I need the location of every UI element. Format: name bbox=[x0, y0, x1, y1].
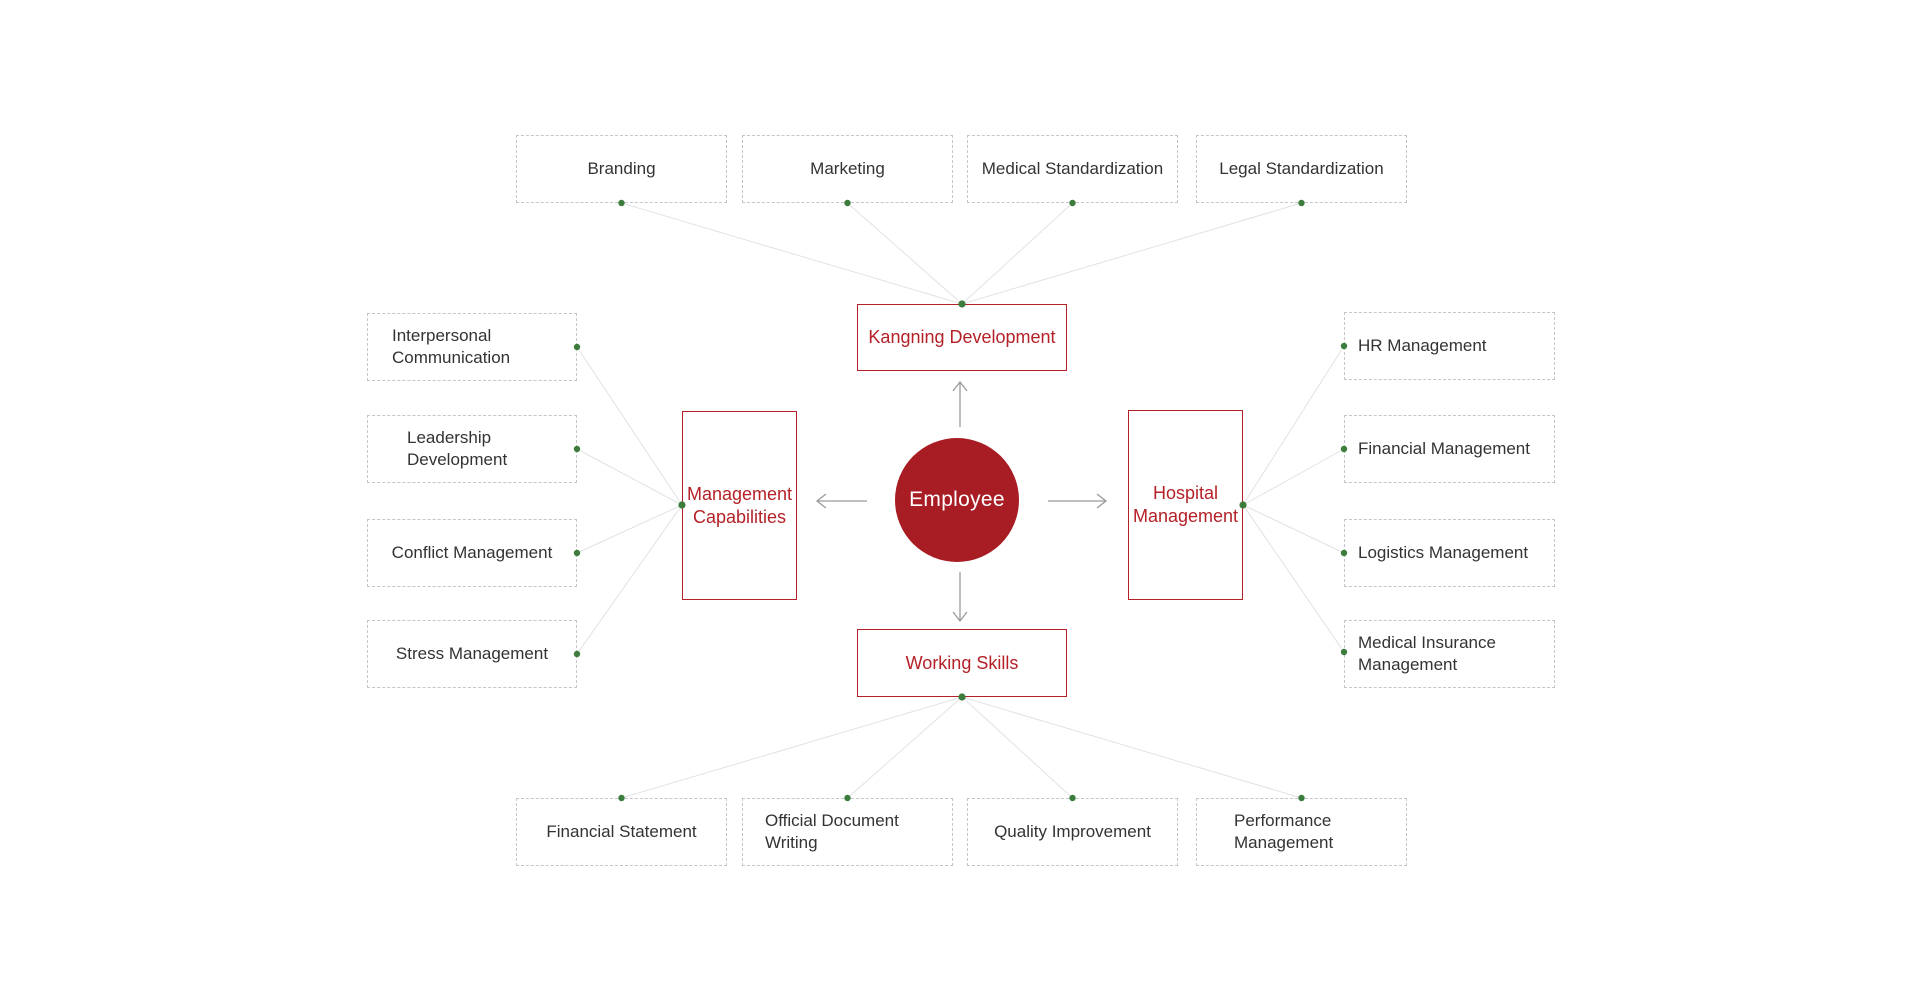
leaf-label: Legal Standardization bbox=[1219, 159, 1384, 178]
arrow-right-icon bbox=[1048, 493, 1108, 509]
leaf-node-legal-standardization: Legal Standardization bbox=[1196, 135, 1407, 203]
leaf-label: Financial Management bbox=[1358, 439, 1530, 458]
leaf-node-official-document-writing: Official Document Writing bbox=[742, 798, 953, 866]
leaf-node-stress-management: Stress Management bbox=[367, 620, 577, 688]
leaf-label: Interpersonal Communication bbox=[392, 326, 511, 367]
leaf-node-performance-management: Performance Management bbox=[1196, 798, 1407, 866]
category-node-hospital-management: Hospital Management bbox=[1128, 410, 1243, 600]
leaf-label: Performance Management bbox=[1234, 811, 1334, 852]
center-node-employee: Employee bbox=[895, 438, 1019, 562]
leaf-label: Stress Management bbox=[395, 644, 549, 663]
leaf-node-medical-insurance-management: Medical Insurance Management bbox=[1344, 620, 1555, 688]
leaf-node-hr-management: HR Management bbox=[1344, 312, 1555, 380]
arrow-left-icon bbox=[815, 493, 867, 509]
leaf-label: Logistics Management bbox=[1358, 543, 1529, 562]
leaf-node-financial-management: Financial Management bbox=[1344, 415, 1555, 483]
connector-lines-right bbox=[1242, 345, 1345, 653]
leaf-label: Branding bbox=[587, 159, 656, 178]
leaf-label: Marketing bbox=[810, 159, 885, 178]
leaf-label: Conflict Management bbox=[391, 543, 553, 562]
leaf-node-branding: Branding bbox=[516, 135, 727, 203]
connector-lines-bottom bbox=[621, 696, 1302, 799]
category-node-management-capabilities: Management Capabilities bbox=[682, 411, 797, 600]
category-node-kangning-development: Kangning Development bbox=[857, 304, 1067, 371]
leaf-label: HR Management bbox=[1358, 336, 1487, 355]
leaf-node-leadership-development: Leadership Development bbox=[367, 415, 577, 483]
arrow-up-icon bbox=[952, 380, 968, 427]
category-label: Working Skills bbox=[905, 652, 1019, 673]
leaf-label: Financial Statement bbox=[546, 822, 697, 841]
leaf-label: Medical Standardization bbox=[981, 159, 1164, 178]
connector-lines-left bbox=[576, 346, 683, 655]
leaf-node-medical-standardization: Medical Standardization bbox=[967, 135, 1178, 203]
leaf-label: Quality Improvement bbox=[994, 822, 1151, 841]
category-label: Kangning Development bbox=[868, 327, 1056, 347]
leaf-node-financial-statement: Financial Statement bbox=[516, 798, 727, 866]
category-label: Management Capabilities bbox=[686, 483, 793, 527]
category-node-working-skills: Working Skills bbox=[857, 629, 1067, 697]
leaf-node-quality-improvement: Quality Improvement bbox=[967, 798, 1178, 866]
leaf-node-conflict-management: Conflict Management bbox=[367, 519, 577, 587]
category-label: Hospital Management bbox=[1132, 483, 1239, 526]
leaf-node-logistics-management: Logistics Management bbox=[1344, 519, 1555, 587]
center-label: Employee bbox=[909, 488, 1005, 511]
leaf-label: Official Document Writing bbox=[765, 811, 899, 852]
leaf-label: Medical Insurance Management bbox=[1358, 633, 1496, 674]
leaf-node-marketing: Marketing bbox=[742, 135, 953, 203]
arrow-down-icon bbox=[952, 572, 968, 623]
connector-lines-top bbox=[621, 202, 1302, 305]
leaf-node-interpersonal-communication: Interpersonal Communication bbox=[367, 313, 577, 381]
leaf-label: Leadership Development bbox=[407, 428, 508, 469]
